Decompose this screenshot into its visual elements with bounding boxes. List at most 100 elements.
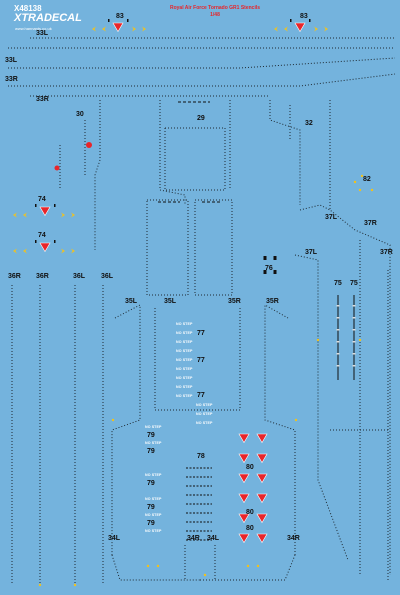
brand-logo: XTRADECAL bbox=[14, 12, 82, 24]
stencil-80-a: 80 bbox=[246, 464, 254, 471]
yellow-arrow-icon bbox=[13, 248, 17, 254]
warning-triangle-icon bbox=[256, 453, 268, 464]
stencil-tick bbox=[263, 256, 267, 260]
stencil-tick bbox=[35, 204, 37, 207]
no-step-label: NO STEP bbox=[145, 529, 162, 533]
stencil-34l-b: 34L bbox=[207, 535, 220, 542]
warning-triangle-icon bbox=[39, 242, 51, 253]
stencil-80-b: 80 bbox=[246, 509, 254, 516]
yellow-arrow-icon bbox=[284, 26, 288, 32]
stencil-30: 30 bbox=[76, 111, 84, 118]
dotted-walkway-line bbox=[146, 199, 189, 296]
stencil-tick bbox=[336, 353, 340, 355]
stencil-34l-a: 34L bbox=[108, 535, 121, 542]
stencil-35r-a: 35R bbox=[228, 298, 241, 305]
stencil-36r-a: 36R bbox=[8, 273, 21, 280]
stencil-29: 29 bbox=[197, 115, 205, 122]
yellow-dot-marker bbox=[353, 180, 357, 184]
no-step-label: NO STEP bbox=[176, 358, 193, 362]
stencil-tick bbox=[309, 19, 311, 22]
stencil-76: 76 bbox=[265, 265, 273, 272]
stencil-35l-b: 35L bbox=[164, 298, 177, 305]
stencil-32: 32 bbox=[305, 120, 313, 127]
brand-website: www.hannants.co.uk bbox=[15, 26, 52, 31]
stencil-79-c: 79 bbox=[147, 480, 155, 487]
dotted-walkway-line bbox=[264, 304, 296, 555]
stencil-tick bbox=[263, 270, 267, 274]
stencil-tick bbox=[290, 19, 292, 22]
stencil-33l-mid: 33L bbox=[5, 57, 18, 64]
stencil-tick bbox=[352, 353, 356, 355]
stencil-78: 78 bbox=[197, 453, 205, 460]
yellow-arrow-icon bbox=[314, 26, 318, 32]
stencil-tick bbox=[352, 305, 356, 307]
dotted-walkway-line bbox=[164, 127, 226, 191]
stencil-tick bbox=[352, 365, 356, 367]
no-step-label: NO STEP bbox=[176, 385, 193, 389]
stencil-75-b: 75 bbox=[350, 280, 358, 287]
stencil-tick bbox=[54, 240, 56, 243]
warning-triangle-icon bbox=[256, 533, 268, 544]
yellow-arrow-icon bbox=[71, 248, 75, 254]
stencil-36r-b: 36R bbox=[36, 273, 49, 280]
dotted-walkway-line bbox=[159, 100, 186, 205]
yellow-dot-marker bbox=[370, 188, 374, 192]
yellow-arrow-icon bbox=[61, 212, 65, 218]
dotted-walkway-line bbox=[94, 100, 101, 250]
yellow-arrow-icon bbox=[274, 26, 278, 32]
yellow-dot-marker bbox=[316, 338, 320, 342]
warning-triangle-icon bbox=[112, 22, 124, 33]
yellow-dot-marker bbox=[203, 573, 207, 577]
warning-triangle-icon bbox=[256, 473, 268, 484]
no-step-label: NO STEP bbox=[145, 513, 162, 517]
stencil-tick bbox=[336, 317, 340, 319]
stencil-35r-b: 35R bbox=[266, 298, 279, 305]
yellow-dot-marker bbox=[358, 188, 362, 192]
stencil-tick bbox=[336, 305, 340, 307]
stencil-tick bbox=[336, 365, 340, 367]
yellow-arrow-icon bbox=[92, 26, 96, 32]
stencil-74-b: 74 bbox=[38, 232, 46, 239]
yellow-dot-marker bbox=[38, 583, 42, 587]
no-step-label: NO STEP bbox=[145, 473, 162, 477]
stencil-37l-b: 37L bbox=[305, 249, 318, 256]
no-step-label: NO STEP bbox=[176, 322, 193, 326]
sheet-title: Royal Air Force Tornado GR1 Stencils bbox=[169, 5, 261, 11]
stencil-tick bbox=[127, 19, 129, 22]
yellow-dot-marker bbox=[156, 564, 160, 568]
no-step-label: NO STEP bbox=[145, 497, 162, 501]
red-dot-icon bbox=[54, 165, 60, 171]
stencil-77-a: 77 bbox=[197, 330, 205, 337]
sheet-scale: 1/48 bbox=[210, 12, 220, 18]
warning-triangle-icon bbox=[238, 473, 250, 484]
stencil-tick bbox=[273, 270, 277, 274]
stencil-36l-b: 36L bbox=[101, 273, 114, 280]
yellow-dot-marker bbox=[294, 418, 298, 422]
yellow-dot-marker bbox=[246, 564, 250, 568]
no-step-label: NO STEP bbox=[176, 376, 193, 380]
stencil-37l: 37L bbox=[325, 214, 338, 221]
no-step-label: NO STEP bbox=[176, 340, 193, 344]
warning-triangle-icon bbox=[238, 453, 250, 464]
warning-triangle-icon bbox=[294, 22, 306, 33]
no-step-label: NO STEP bbox=[196, 403, 213, 407]
dotted-walkway-line bbox=[111, 554, 200, 581]
dotted-walkway-line bbox=[200, 554, 296, 581]
warning-triangle-icon bbox=[256, 493, 268, 504]
dotted-walkway-line bbox=[294, 254, 349, 561]
stencil-77-b: 77 bbox=[197, 357, 205, 364]
yellow-dot-marker bbox=[360, 174, 364, 178]
stencil-tick bbox=[336, 329, 340, 331]
yellow-arrow-icon bbox=[71, 212, 75, 218]
dotted-walkway-line bbox=[111, 304, 141, 555]
no-step-label: NO STEP bbox=[196, 412, 213, 416]
stencil-80-c: 80 bbox=[246, 525, 254, 532]
stencil-33r-b: 33R bbox=[36, 96, 49, 103]
stencil-tick bbox=[54, 204, 56, 207]
stencil-tick bbox=[352, 329, 356, 331]
stencil-79-b: 79 bbox=[147, 448, 155, 455]
stencil-83-right: 83 bbox=[300, 13, 308, 20]
warning-triangle-icon bbox=[238, 513, 250, 524]
